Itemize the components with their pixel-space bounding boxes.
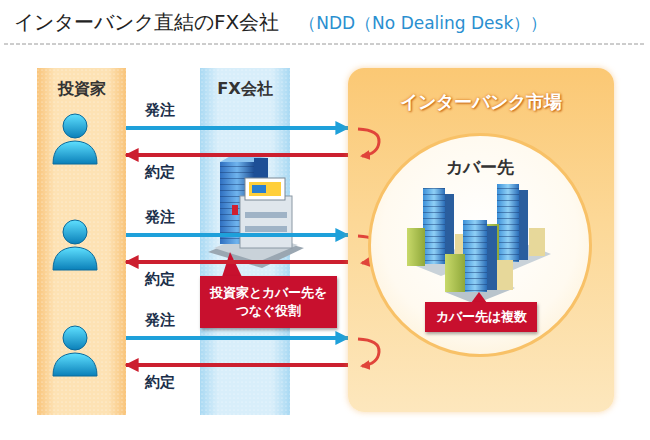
edge-label: 約定 <box>145 270 175 289</box>
node-heading: 投資家 <box>37 68 126 100</box>
flow-arrow <box>126 363 348 367</box>
cover-callout: カバー先は複数 <box>425 302 537 332</box>
subtitle-label: （NDD（No Dealing Desk）） <box>299 12 547 35</box>
role-callout: 投資家とカバー先を つなぐ役割 <box>200 276 337 328</box>
callout-text: 投資家とカバー先を つなぐ役割 <box>206 284 331 319</box>
fx-company-band: FX会社 <box>200 68 290 415</box>
edge-label: 発注 <box>145 311 175 330</box>
diagram-title: インターバンク直結のFX会社 <box>14 9 279 36</box>
edge-label: 約定 <box>145 163 175 182</box>
edge-label: 約定 <box>145 373 175 392</box>
callout-text: カバー先は複数 <box>436 308 527 326</box>
edge-label: 発注 <box>145 101 175 120</box>
node-heading: インターバンク市場 <box>348 68 614 114</box>
cover-circle: カバー先カバー先は複数 <box>368 133 592 357</box>
investor-band: 投資家 <box>37 68 126 415</box>
flow-arrow <box>126 126 348 130</box>
flow-arrow <box>126 260 348 264</box>
flow-arrow <box>126 153 348 157</box>
edge-label: 発注 <box>145 208 175 227</box>
node-heading: FX会社 <box>200 68 290 100</box>
interbank-market-panel: インターバンク市場 カバー先カバー先は複数 <box>348 68 614 412</box>
flow-arrow <box>126 233 348 237</box>
flow-arrow <box>126 336 348 340</box>
node-heading: カバー先 <box>371 136 589 179</box>
